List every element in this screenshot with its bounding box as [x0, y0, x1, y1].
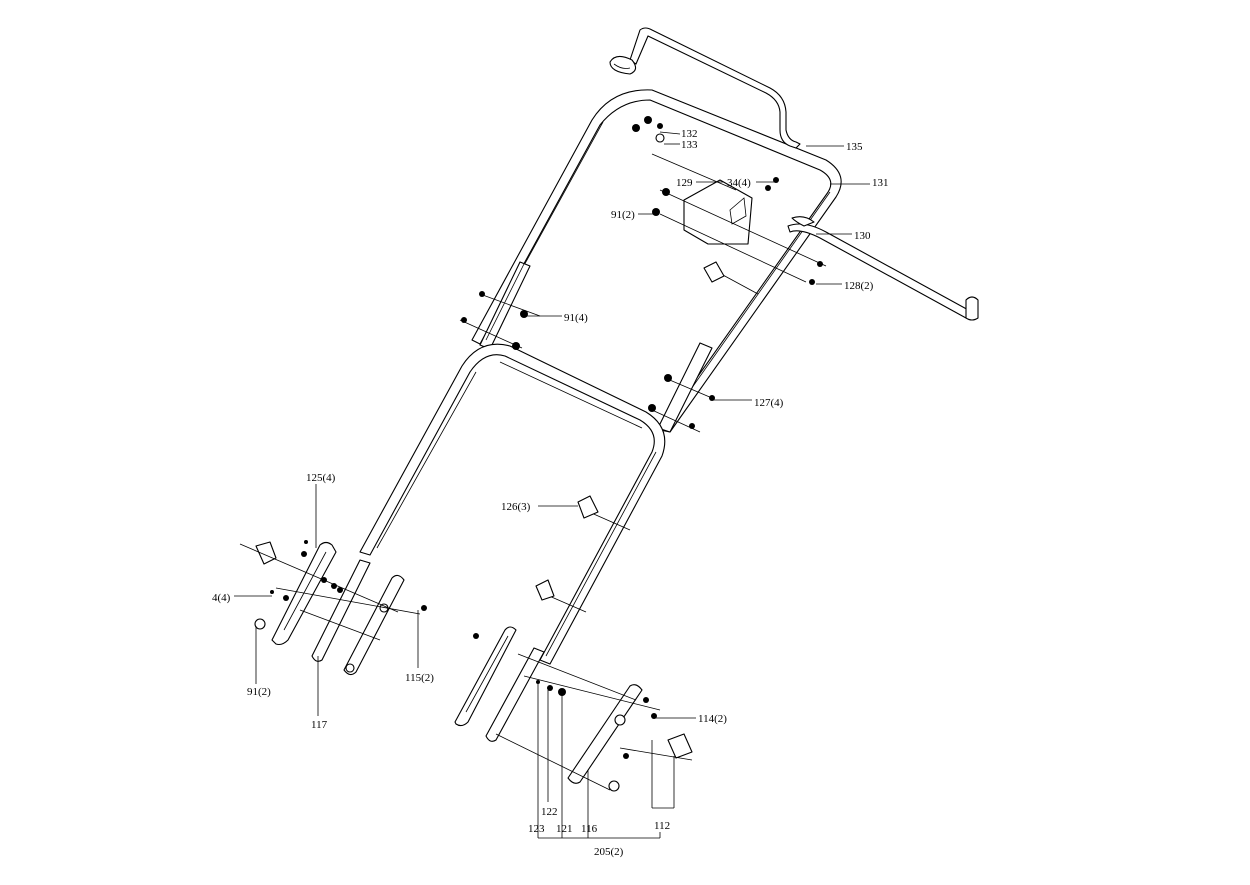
callout-205: 205(2): [594, 846, 624, 858]
callout-128: 128(2): [844, 280, 874, 292]
callout-125: 125(4): [306, 472, 336, 484]
left-bracket-assembly: [254, 541, 405, 676]
callout-115: 115(2): [405, 672, 434, 684]
control-cable-130: [787, 216, 979, 321]
callout-114: 114(2): [698, 713, 727, 725]
callout-121: 121: [556, 823, 573, 835]
callout-123: 123: [528, 823, 545, 835]
callout-91-lower: 91(2): [247, 686, 271, 698]
callout-4: 4(4): [212, 592, 231, 604]
callout-126: 126(3): [501, 501, 531, 513]
callout-132: 132: [681, 128, 698, 140]
callout-133: 133: [681, 139, 698, 151]
callout-130: 130: [854, 230, 871, 242]
control-bail-135: [609, 27, 801, 149]
callout-116: 116: [581, 823, 598, 835]
callout-labels: 135 132 133 131 129 34(4) 91(2) 130 128(…: [212, 128, 889, 858]
callout-129: 129: [676, 177, 693, 189]
right-bracket-assembly: [454, 626, 693, 784]
callout-127: 127(4): [754, 397, 784, 409]
cable-bracket-129: [683, 179, 753, 245]
callout-122: 122: [541, 806, 558, 818]
lower-handle-u: [359, 343, 666, 665]
leader-lines: [234, 131, 870, 839]
callout-117: 117: [311, 719, 328, 731]
callout-131: 131: [872, 177, 889, 189]
callout-34: 34(4): [727, 177, 751, 189]
callout-135: 135: [846, 141, 863, 153]
callout-91-middle: 91(4): [564, 312, 588, 324]
callout-91-upper: 91(2): [611, 209, 635, 221]
fasteners: [270, 116, 823, 792]
callout-112: 112: [654, 820, 670, 832]
